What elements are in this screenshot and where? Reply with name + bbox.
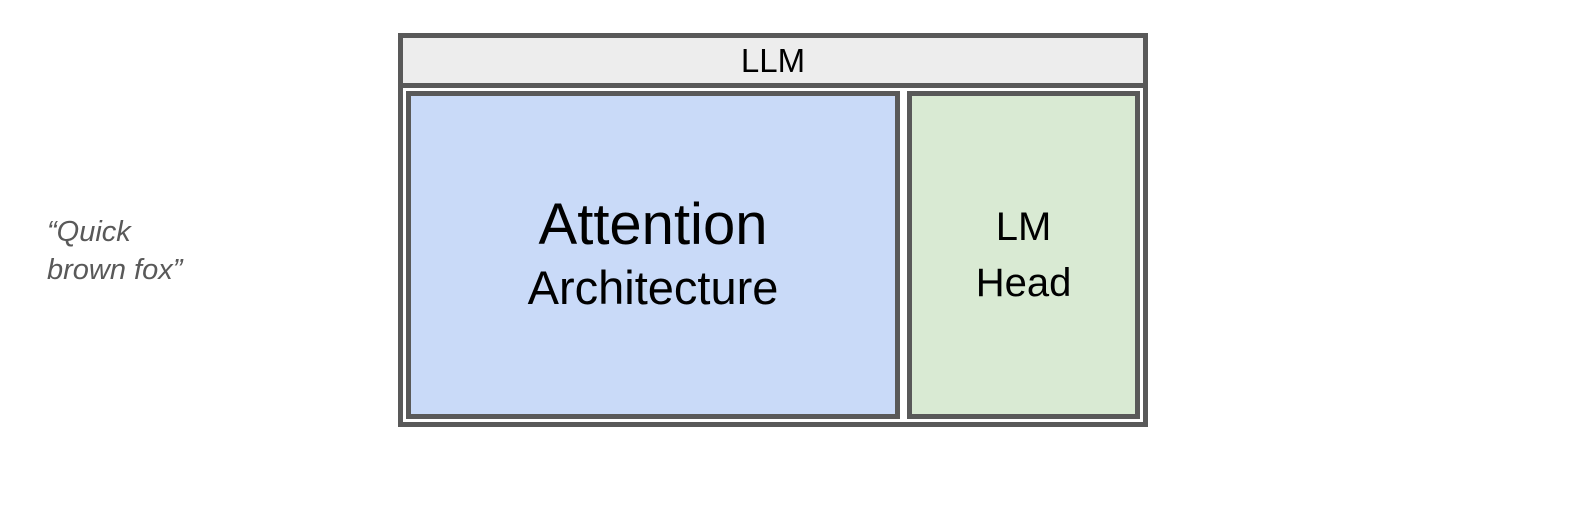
- llm-body: Attention Architecture LM Head: [403, 88, 1143, 422]
- input-text-caption: “Quick brown fox”: [47, 213, 182, 289]
- caption-line-1: “Quick: [47, 216, 131, 248]
- attention-architecture-block: Attention Architecture: [406, 91, 900, 419]
- llm-header: LLM: [403, 38, 1143, 88]
- attention-block-title: Attention: [538, 192, 768, 257]
- attention-block-subtitle: Architecture: [527, 261, 779, 314]
- caption-line-2: brown fox”: [47, 254, 183, 286]
- llm-container: LLM Attention Architecture LM Head: [398, 33, 1148, 427]
- lm-head-block: LM Head: [907, 91, 1140, 419]
- llm-label: LLM: [740, 41, 806, 79]
- lm-head-line-1: LM: [995, 205, 1052, 249]
- lm-head-line-2: Head: [975, 261, 1072, 305]
